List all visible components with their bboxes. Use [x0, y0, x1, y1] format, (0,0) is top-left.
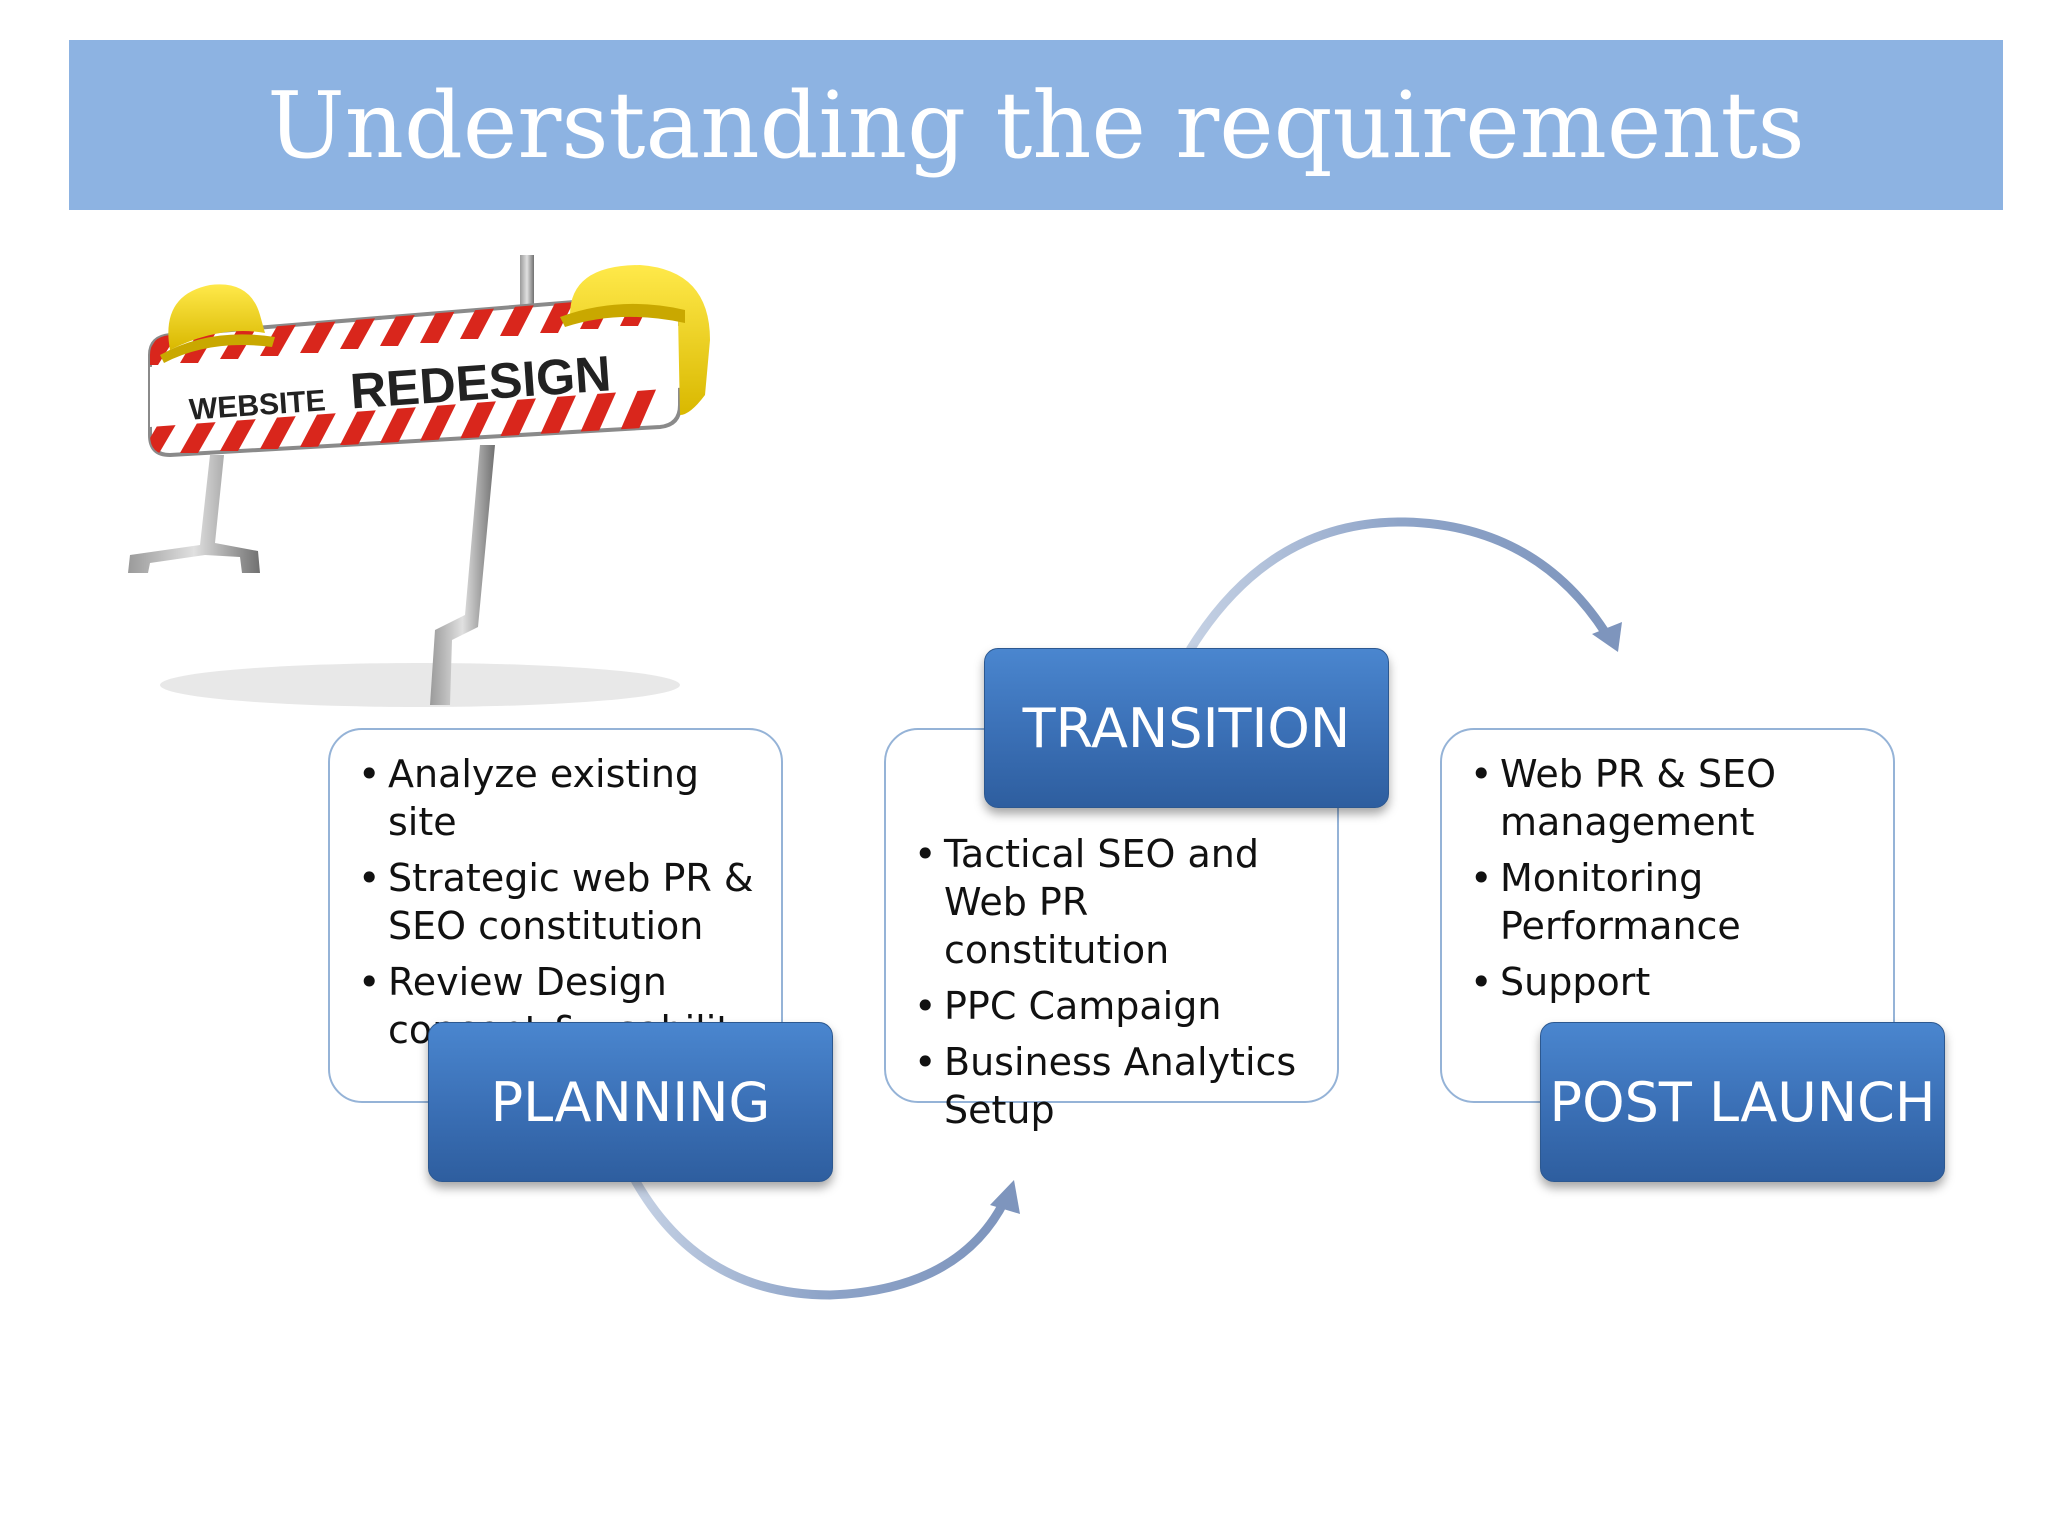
list-item: PPC Campaign: [902, 982, 1321, 1030]
transition-list: Tactical SEO and Web PR constitution PPC…: [902, 830, 1321, 1134]
arrowhead-top: [1592, 622, 1622, 652]
arrowhead-bottom: [990, 1180, 1020, 1214]
list-item: Web PR & SEO management: [1458, 750, 1877, 846]
list-item: Monitoring Performance: [1458, 854, 1877, 950]
post-launch-list: Web PR & SEO management Monitoring Perfo…: [1458, 750, 1877, 1006]
title-bar: Understanding the requirements: [69, 40, 2003, 210]
slide-title: Understanding the requirements: [267, 71, 1805, 179]
arrow-planning-to-transition: [631, 1177, 1010, 1300]
list-item: Business Analytics Setup: [902, 1038, 1321, 1134]
transition-stage-label: TRANSITION: [984, 648, 1389, 808]
website-redesign-barrier-image: WEBSITE REDESIGN: [128, 255, 710, 707]
list-item: Analyze existing site: [346, 750, 765, 846]
planning-stage-label: PLANNING: [428, 1022, 833, 1182]
list-item: Support: [1458, 958, 1877, 1006]
list-item: Tactical SEO and Web PR constitution: [902, 830, 1321, 974]
list-item: Strategic web PR & SEO constitution: [346, 854, 765, 950]
post-launch-stage-label: POST LAUNCH: [1540, 1022, 1945, 1182]
planning-list: Analyze existing site Strategic web PR &…: [346, 750, 765, 1054]
arrow-transition-to-post-launch: [1186, 517, 1614, 653]
transition-card: Tactical SEO and Web PR constitution PPC…: [884, 728, 1339, 1132]
